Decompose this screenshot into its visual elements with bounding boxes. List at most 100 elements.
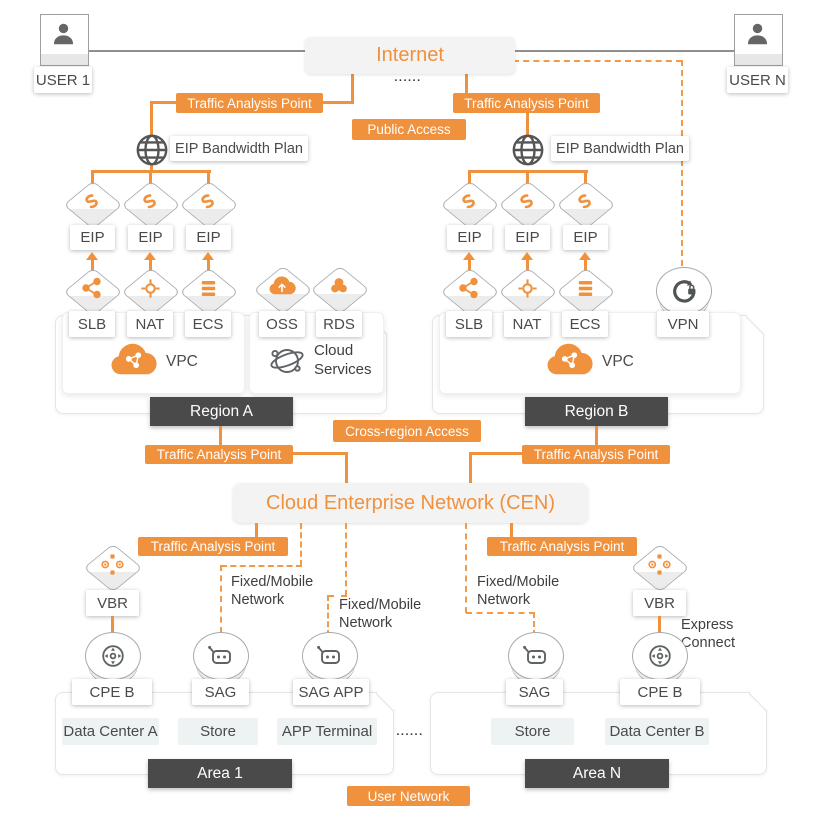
line-regiona-tap xyxy=(219,426,222,447)
ecs-text: ECS xyxy=(569,315,601,333)
sag-text: SAG xyxy=(204,683,237,701)
sag-app-label: SAG APP xyxy=(293,679,369,705)
area-1-text: Area 1 xyxy=(197,764,243,782)
eip-node xyxy=(498,178,558,230)
fixed-mobile-network-text: Fixed/Mobile Network xyxy=(477,574,560,609)
eip-icon xyxy=(138,189,162,213)
eip-icon xyxy=(196,189,220,213)
line-stub xyxy=(149,170,152,184)
up-arrow xyxy=(521,252,534,272)
planet-icon xyxy=(267,340,307,380)
oss-label: OSS xyxy=(259,311,305,337)
dashed-cen-sag-right xyxy=(533,612,535,636)
region-a-text: Region A xyxy=(190,402,253,420)
dashed-internet-vpn xyxy=(681,60,683,266)
line-internet-tap-right xyxy=(465,73,468,96)
internet-label: Internet xyxy=(376,44,444,66)
vpn-icon xyxy=(670,277,698,305)
slb-text: SLB xyxy=(454,315,484,333)
cross-region-access-banner: Cross-region Access xyxy=(333,420,481,442)
traffic-analysis-point-top-left: Traffic Analysis Point xyxy=(176,93,323,113)
oss-node xyxy=(253,263,313,315)
vpc-cloud-icon xyxy=(543,343,595,379)
cen-label: Cloud Enterprise Network (CEN) xyxy=(266,491,555,514)
banner-text: Traffic Analysis Point xyxy=(533,447,659,462)
line-user1-internet xyxy=(87,50,305,52)
user-network-banner: User Network xyxy=(347,786,470,806)
nat-node xyxy=(121,265,181,317)
person-icon xyxy=(50,20,77,47)
up-arrow xyxy=(463,252,476,272)
line-elbow xyxy=(150,101,177,104)
rds-node xyxy=(310,263,370,315)
dashed-cen-sag-right xyxy=(465,523,467,613)
user1-text: USER 1 xyxy=(35,71,91,89)
eip-label: EIP xyxy=(70,225,115,250)
nat-label: NAT xyxy=(504,311,550,337)
cpe-icon xyxy=(99,642,127,670)
sag-label: SAG xyxy=(506,679,563,705)
site-text: Data Center B xyxy=(609,723,705,740)
line-globe-bus-left xyxy=(150,165,153,173)
nat-icon xyxy=(516,277,539,300)
dashed-cen-sag-left xyxy=(221,565,302,567)
vpn-node xyxy=(656,267,712,315)
person-icon xyxy=(744,20,771,47)
eip-label: EIP xyxy=(186,225,231,250)
eip-icon xyxy=(515,189,539,213)
line-regionb-tap xyxy=(595,426,598,447)
nat-text: NAT xyxy=(135,315,165,333)
line-stub xyxy=(584,170,587,184)
site-text: Store xyxy=(514,723,551,740)
up-arrow xyxy=(144,252,157,272)
vpc-label: VPC xyxy=(602,353,634,371)
up-arrow xyxy=(86,252,99,272)
slb-icon xyxy=(457,276,481,300)
internet-ellipsis: ...... xyxy=(394,72,422,84)
line-vbr-cpe-express xyxy=(658,616,661,633)
banner-text: Traffic Analysis Point xyxy=(187,95,312,111)
nat-label: NAT xyxy=(127,311,173,337)
vbr-label: VBR xyxy=(86,590,139,616)
dashed-cen-sagapp xyxy=(345,523,347,596)
traffic-analysis-point-low-left: Traffic Analysis Point xyxy=(138,537,288,556)
eip-icon xyxy=(573,189,597,213)
cpe-b-node xyxy=(85,632,141,680)
traffic-analysis-point-mid-right: Traffic Analysis Point xyxy=(522,445,670,464)
banner-text: Traffic Analysis Point xyxy=(150,539,276,554)
site-text: Data Center A xyxy=(63,723,158,740)
rds-text: RDS xyxy=(323,315,355,333)
cen-box: Cloud Enterprise Network (CEN) xyxy=(233,483,588,523)
fold-corner xyxy=(745,299,781,334)
site-text: Store xyxy=(200,723,236,740)
nat-text: NAT xyxy=(512,315,542,333)
eip-node xyxy=(63,178,123,230)
line-vbr-cpe xyxy=(111,616,114,633)
sag-label: SAG xyxy=(192,679,249,705)
traffic-analysis-point-low-right: Traffic Analysis Point xyxy=(487,537,637,556)
line-stub xyxy=(91,170,94,184)
sag-node xyxy=(193,632,249,680)
area-1-bar: Area 1 xyxy=(148,759,292,788)
line-internet-tap-left xyxy=(351,73,354,104)
eip-icon xyxy=(457,189,481,213)
eip-text: EIP xyxy=(515,229,540,246)
vpn-text: VPN xyxy=(667,315,699,333)
express-connect-text: Express Connect xyxy=(681,617,736,652)
internet-box: Internet xyxy=(305,37,515,74)
vbr-node xyxy=(83,541,143,593)
sag-app-text: SAG APP xyxy=(298,683,364,701)
user1-label: USER 1 xyxy=(34,67,92,93)
avatar-strip xyxy=(735,54,782,65)
vbr-text: VBR xyxy=(97,594,128,612)
oss-icon xyxy=(267,276,297,297)
eip-text: EIP xyxy=(196,229,221,246)
slb-label: SLB xyxy=(69,311,115,337)
sag-icon xyxy=(315,643,345,669)
line-stub xyxy=(468,170,471,184)
ecs-icon xyxy=(197,277,220,300)
eip-bandwidth-plan-left: EIP Bandwidth Plan xyxy=(170,136,308,161)
ecs-node xyxy=(556,265,616,317)
user1-avatar xyxy=(40,14,89,66)
cpe-icon xyxy=(646,642,674,670)
